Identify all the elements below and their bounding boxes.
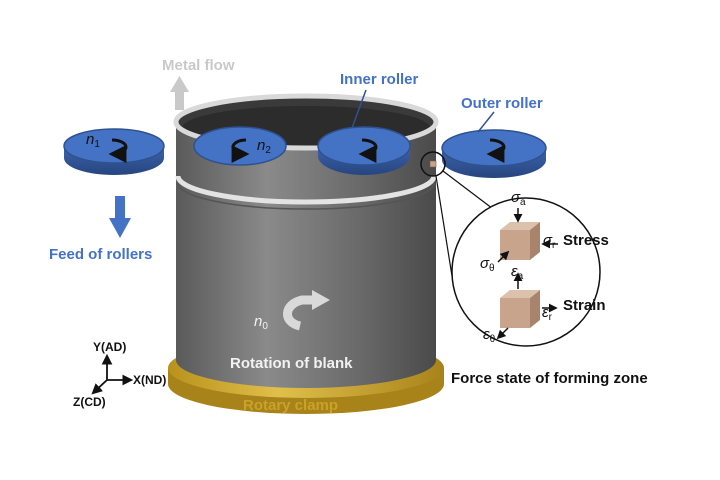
outer-roller-label: Outer roller bbox=[461, 95, 543, 112]
rotation-of-blank-label: Rotation of blank bbox=[230, 355, 353, 372]
n0-symbol: n0 bbox=[254, 313, 268, 332]
sigma-theta-symbol: σθ bbox=[480, 255, 495, 274]
stress-label: Stress bbox=[563, 232, 609, 249]
z-axis-label: Z(CD) bbox=[73, 395, 106, 409]
outer-roller-left bbox=[63, 128, 165, 175]
n2-symbol: n2 bbox=[257, 137, 271, 156]
n1-symbol: n1 bbox=[86, 131, 100, 150]
metal-flow-label: Metal flow bbox=[162, 57, 235, 74]
coordinate-axes bbox=[91, 353, 134, 395]
y-axis-label: Y(AD) bbox=[93, 340, 127, 354]
outer-roller-right bbox=[441, 129, 547, 178]
strain-cube bbox=[500, 290, 540, 328]
rotary-clamp-label: Rotary clamp bbox=[243, 397, 339, 414]
roller-rotation-arrows bbox=[108, 138, 506, 163]
sigma-r-symbol: σr bbox=[543, 232, 556, 251]
inner-roller-left bbox=[193, 126, 287, 166]
force-state-zoom-circle bbox=[451, 197, 601, 347]
force-state-label: Force state of forming zone bbox=[451, 370, 648, 387]
metal-flow-arrow bbox=[170, 76, 189, 110]
eps-r-symbol: εr bbox=[542, 304, 552, 323]
inner-roller-label: Inner roller bbox=[340, 71, 419, 88]
inner-roller-right bbox=[317, 126, 411, 175]
blank-rotation-arrow bbox=[283, 290, 330, 331]
eps-theta-symbol: εθ bbox=[483, 326, 496, 345]
x-axis-label: X(ND) bbox=[133, 373, 167, 387]
inner-roller-leader bbox=[351, 89, 367, 129]
feed-arrow bbox=[109, 196, 131, 238]
eps-a-symbol: εa bbox=[511, 263, 524, 282]
strain-label: Strain bbox=[563, 297, 606, 314]
outer-roller-leader bbox=[477, 111, 495, 133]
stress-strain-arrows bbox=[496, 208, 558, 340]
feed-of-rollers-label: Feed of rollers bbox=[49, 246, 153, 263]
sigma-a-symbol: σa bbox=[511, 189, 526, 208]
stress-cube bbox=[500, 222, 540, 260]
